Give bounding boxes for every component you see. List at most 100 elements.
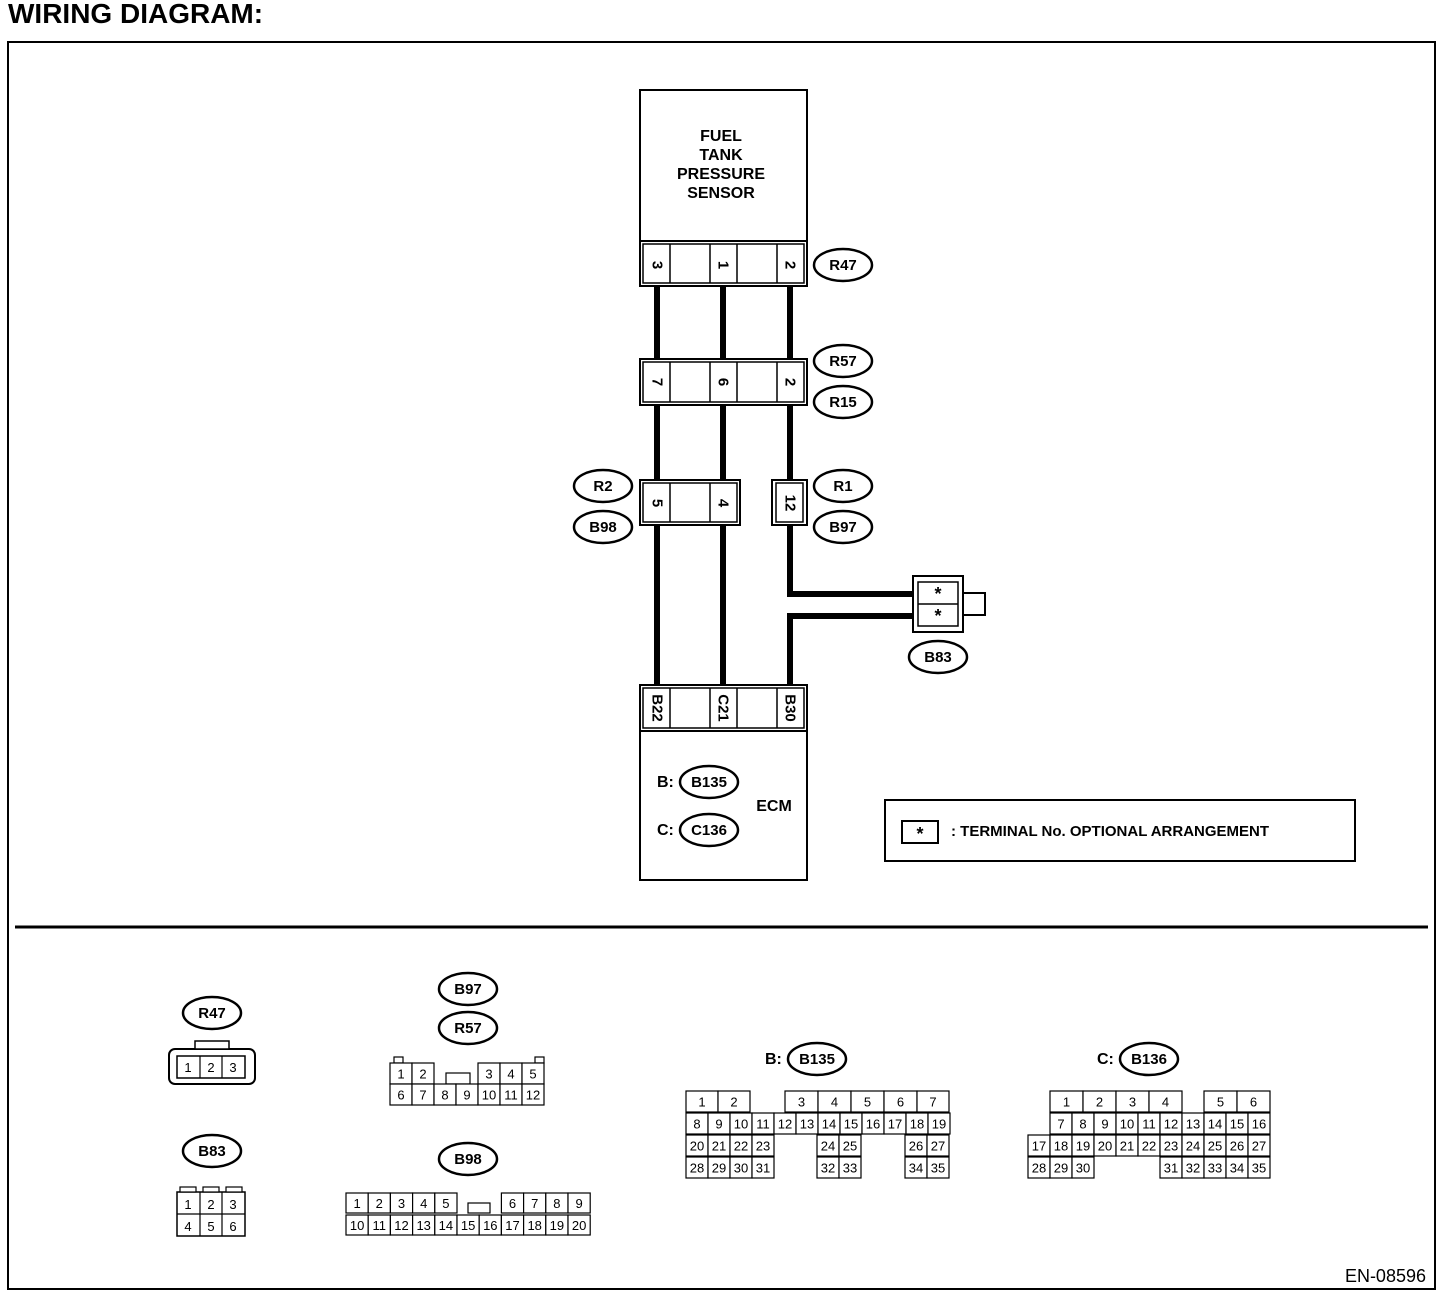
ecm-pin: C21 [715,694,732,722]
pin-number: 3 [485,1067,492,1082]
joint2-pin: 5 [649,499,666,507]
pin-number: 10 [734,1117,748,1132]
pin-number: 4 [831,1095,838,1110]
pin-number: 12 [778,1117,792,1132]
connector-tag-c136 [678,812,740,848]
r47-pin: 1 [715,261,732,269]
ecm-connector-prefix: C: [657,822,674,839]
pin-cell [567,1214,591,1236]
pin-number: 6 [1250,1095,1257,1110]
connector-tag-b135 [678,764,740,800]
face-pin: 2 [207,1060,214,1075]
ecm-body [639,730,808,881]
pin-number: 19 [550,1218,564,1233]
pin-cell [927,1112,951,1135]
pin-number: 16 [483,1218,497,1233]
ecm-label: ECM [756,798,792,815]
pin-number: 11 [1142,1117,1156,1132]
connector-tag-label: R47 [829,257,857,274]
connector-face-b83: B83 1 2 3 4 5 6 [176,1133,246,1237]
outer-frame [7,41,1436,1290]
pin-number: 15 [1230,1117,1244,1132]
face-label: B135 [799,1051,835,1068]
r47-connector [639,240,808,287]
ecm-pin: B30 [782,694,799,722]
pin-number: 34 [909,1161,923,1176]
wire-12-to-b83 [787,525,918,597]
pin-cell [1236,1090,1271,1113]
pin-number: 33 [1208,1161,1222,1176]
pin-number: 6 [509,1196,516,1211]
connector-tag-r15 [812,384,874,420]
pin-number: 5 [442,1196,449,1211]
pin-number: 24 [821,1139,835,1154]
face-pin: 3 [229,1060,236,1075]
fuel-tank-pressure-sensor: FUEL TANK PRESSURE SENSOR 3 1 2 R47 [639,89,874,287]
joint-connector-r57-r15: 7 6 2 R57 R15 [639,343,874,420]
face-label: R47 [198,1005,226,1022]
pin-number: 21 [712,1139,726,1154]
pin-number: 8 [441,1088,448,1103]
pin-number: 14 [1208,1117,1222,1132]
pin-number: 10 [482,1088,496,1103]
pin-number: 27 [931,1139,945,1154]
pin-number: 29 [1054,1161,1068,1176]
joint2-pin: 12 [782,495,799,512]
pin-number: 12 [1164,1117,1178,1132]
pin-number: 4 [507,1067,514,1082]
connector-latch [445,1072,471,1085]
pin-number: 18 [527,1218,541,1233]
pin-number: 9 [463,1088,470,1103]
face-label: B97 [454,981,482,998]
face-label: B83 [198,1143,226,1160]
connector-tag-label: R1 [833,478,852,495]
pin-number: 5 [864,1095,871,1110]
pin-number: 11 [504,1088,518,1103]
pin-number: 34 [1230,1161,1244,1176]
pin-number: 20 [1098,1139,1112,1154]
pin-number: 26 [909,1139,923,1154]
connector-tag-b83 [907,639,969,675]
face-pin: 3 [229,1197,236,1212]
pin-number: 12 [526,1088,540,1103]
pin-number: 7 [1057,1117,1064,1132]
pin-number: 8 [553,1196,560,1211]
b83-pin: * [934,606,941,626]
pin-number: 28 [1032,1161,1046,1176]
connector-face-r47: R47 1 2 3 [168,995,256,1085]
pin-number: 2 [730,1095,737,1110]
connector-tag-b97 [812,509,874,545]
sensor-body [639,89,808,242]
pin-cell [434,1192,458,1214]
pin-cell [717,1090,751,1113]
pin-number: 1 [1063,1095,1070,1110]
sensor-label-line: SENSOR [687,185,755,202]
face-prefix: C: [1097,1051,1114,1068]
connector-tag-label: B98 [589,519,617,536]
pin-number: 19 [1076,1139,1090,1154]
pin-number: 16 [1252,1117,1266,1132]
pin-number: 12 [394,1218,408,1233]
b83-pin: * [934,584,941,604]
pin-number: 5 [529,1067,536,1082]
connector-tag-label: B135 [691,774,727,791]
pin-number: 28 [690,1161,704,1176]
face-prefix: B: [765,1051,782,1068]
joint-connector-r1-b97: 12 R1 B97 [771,468,874,545]
pin-number: 33 [843,1161,857,1176]
pin-number: 25 [1208,1139,1222,1154]
pin-cell [567,1192,591,1214]
pin-number: 3 [1129,1095,1136,1110]
connector-tag-label: R2 [593,478,612,495]
connector-latch [467,1202,491,1214]
pin-number: 2 [419,1067,426,1082]
pin-number: 18 [1054,1139,1068,1154]
connector-tag-r2 [572,468,634,504]
pin-cell [751,1134,775,1157]
pin-cell [926,1156,950,1179]
